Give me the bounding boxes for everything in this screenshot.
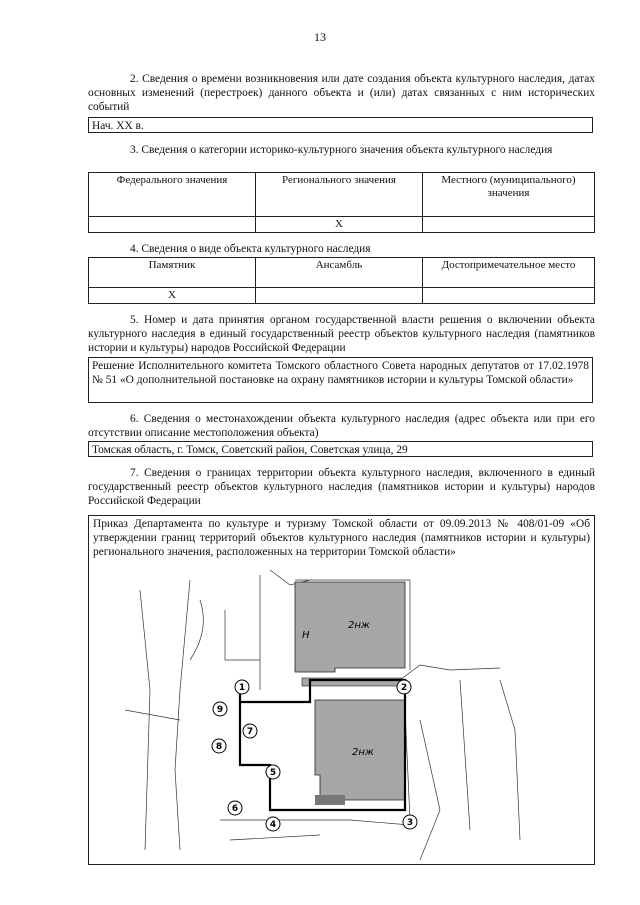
section-7-value: Приказ Департамента по культуре и туризм…: [93, 518, 590, 558]
point-label-3: 3: [407, 818, 413, 828]
building-label-2: Н: [302, 630, 310, 641]
category-regional-mark: X: [254, 216, 423, 233]
section-5-text: 5. Номер и дата принятия органом государ…: [88, 313, 595, 355]
section-4-label: 4. Сведения о виде объекта культурного н…: [130, 243, 371, 255]
point-label-7: 7: [247, 727, 253, 737]
type-monument-mark: X: [88, 287, 256, 304]
section-5-value: Решение Исполнительного комитета Томског…: [88, 357, 593, 403]
point-label-6: 6: [232, 804, 238, 814]
section-6-value: Томская область, г. Томск, Советский рай…: [88, 441, 593, 457]
survey-lines: [124, 570, 521, 860]
category-regional-header: Регионального значения: [254, 172, 423, 217]
section-6-label: 6. Сведения о местонахождении объекта ку…: [88, 413, 595, 439]
type-monument-header: Памятник: [88, 257, 256, 288]
point-marker-8: [211, 738, 227, 754]
point-marker-3: [402, 814, 418, 830]
point-label-5: 5: [270, 768, 276, 778]
point-marker-9: [212, 701, 228, 717]
type-ensemble-mark: [254, 287, 423, 304]
type-landmark-header: Достопримечательное место: [421, 257, 596, 288]
type-landmark-mark: [421, 287, 596, 304]
section-2-value: Нач. XX в.: [88, 117, 593, 133]
section-4-text: 4. Сведения о виде объекта культурного н…: [88, 242, 595, 256]
section-3-label: 3. Сведения о категории историко-культур…: [130, 144, 553, 156]
page-number: 13: [314, 30, 326, 44]
section-2-text: 2. Сведения о времени возникновения или …: [88, 72, 595, 114]
category-table: Федерального значения Регионального знач…: [88, 172, 596, 233]
point-marker-2: [396, 679, 412, 695]
category-local-mark: [421, 216, 596, 233]
building-label-3: 2нж: [352, 747, 374, 758]
point-marker-7: [242, 723, 258, 739]
point-marker-4: [265, 816, 281, 832]
point-label-2: 2: [401, 683, 407, 693]
site-plan-map: 2нж Н 2нж 1 2 3 4 5 6 7 8 9: [124, 570, 521, 860]
section-3-text: 3. Сведения о категории историко-культур…: [88, 143, 595, 157]
building-stairs: [315, 795, 345, 805]
territory-boundary: [238, 678, 407, 812]
building-label-1: 2нж: [348, 620, 370, 631]
category-federal-mark: [88, 216, 256, 233]
point-label-9: 9: [217, 705, 223, 715]
section-5-label: 5. Номер и дата принятия органом государ…: [88, 314, 595, 354]
section-7-label: 7. Сведения о границах территории объект…: [88, 467, 595, 507]
building-north: [294, 581, 406, 673]
section-7-text: 7. Сведения о границах территории объект…: [88, 466, 595, 508]
point-label-1: 1: [239, 683, 245, 693]
type-table: Памятник Ансамбль Достопримечательное ме…: [88, 257, 596, 304]
category-local-header: Местного (муниципального) значения: [421, 172, 596, 217]
point-marker-1: [234, 679, 250, 695]
point-label-4: 4: [270, 820, 276, 830]
point-marker-6: [227, 800, 243, 816]
boundary-box: Приказ Департамента по культуре и туризм…: [88, 515, 595, 865]
point-label-8: 8: [216, 742, 222, 752]
section-6-text: 6. Сведения о местонахождении объекта ку…: [88, 412, 595, 440]
category-federal-header: Федерального значения: [88, 172, 256, 217]
section-2-label: 2. Сведения о времени возникновения или …: [88, 73, 595, 113]
type-ensemble-header: Ансамбль: [254, 257, 423, 288]
point-marker-5: [265, 764, 281, 780]
